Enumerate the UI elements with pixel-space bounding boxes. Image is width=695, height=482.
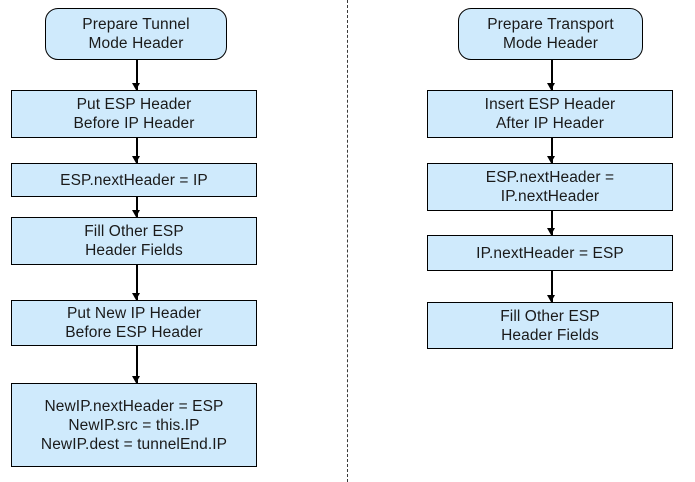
flow-arrow	[547, 60, 556, 90]
arrow-shaft	[551, 271, 553, 302]
arrow-head-icon	[547, 295, 556, 302]
vertical-dashed-separator	[347, 0, 348, 482]
flow-node-transport-step-3: IP.nextHeader = ESP	[427, 235, 673, 271]
node-label-line: Mode Header	[88, 35, 184, 52]
arrow-shaft	[551, 60, 553, 90]
flow-node-tunnel-step-2: ESP.nextHeader = IP	[11, 163, 257, 197]
node-label-line: ESP.nextHeader = IP	[60, 171, 208, 189]
flow-arrow	[132, 138, 141, 163]
node-label-line: Header Fields	[501, 326, 599, 344]
arrow-shaft	[136, 60, 138, 90]
node-label-line: IP.nextHeader = ESP	[476, 244, 624, 262]
node-label-line: Prepare Tunnel	[82, 16, 190, 33]
arrow-head-icon	[547, 228, 556, 235]
arrow-shaft	[136, 138, 138, 163]
arrow-head-icon	[547, 156, 556, 163]
node-label-line: Put ESP Header	[76, 96, 192, 113]
node-label-line: Insert ESP Header	[484, 96, 616, 113]
flow-arrow	[132, 346, 141, 383]
arrow-head-icon	[132, 376, 141, 383]
node-label-line: Mode Header	[502, 35, 599, 52]
arrow-shaft	[136, 346, 138, 383]
flow-node-tunnel-step-3: Fill Other ESP Header Fields	[11, 217, 257, 265]
node-label-line: ESP.nextHeader =	[485, 169, 615, 186]
node-label-line: NewIP.dest = tunnelEnd.IP	[40, 435, 228, 453]
arrow-head-icon	[132, 210, 141, 217]
arrow-shaft	[136, 197, 138, 217]
node-label-line: Put New IP Header	[66, 305, 202, 322]
node-label-line: Before ESP Header	[65, 324, 203, 341]
flow-arrow	[132, 60, 141, 90]
arrow-head-icon	[132, 83, 141, 90]
node-label-line: Fill Other ESP	[84, 223, 184, 240]
node-label-line: Header Fields	[85, 242, 183, 259]
node-label-line: Prepare Transport	[487, 16, 614, 33]
arrow-shaft	[551, 138, 553, 163]
flow-arrow	[132, 197, 141, 217]
arrow-head-icon	[132, 293, 141, 300]
flow-node-transport-step-2: ESP.nextHeader = IP.nextHeader	[427, 163, 673, 211]
node-label-line: NewIP.src = this.IP	[68, 416, 200, 434]
node-label-line: Fill Other ESP	[500, 307, 600, 325]
node-label-line: NewIP.nextHeader = ESP	[44, 397, 224, 415]
flow-arrow	[132, 265, 141, 300]
flow-arrow	[547, 271, 556, 302]
arrow-shaft	[136, 265, 138, 300]
node-label-line: Before IP Header	[73, 115, 195, 132]
arrow-shaft	[551, 211, 553, 235]
node-label-line: After IP Header	[495, 115, 605, 132]
arrow-head-icon	[132, 156, 141, 163]
flow-arrow	[547, 211, 556, 235]
node-label-line: IP.nextHeader	[500, 188, 600, 205]
flow-arrow	[547, 138, 556, 163]
arrow-head-icon	[547, 83, 556, 90]
